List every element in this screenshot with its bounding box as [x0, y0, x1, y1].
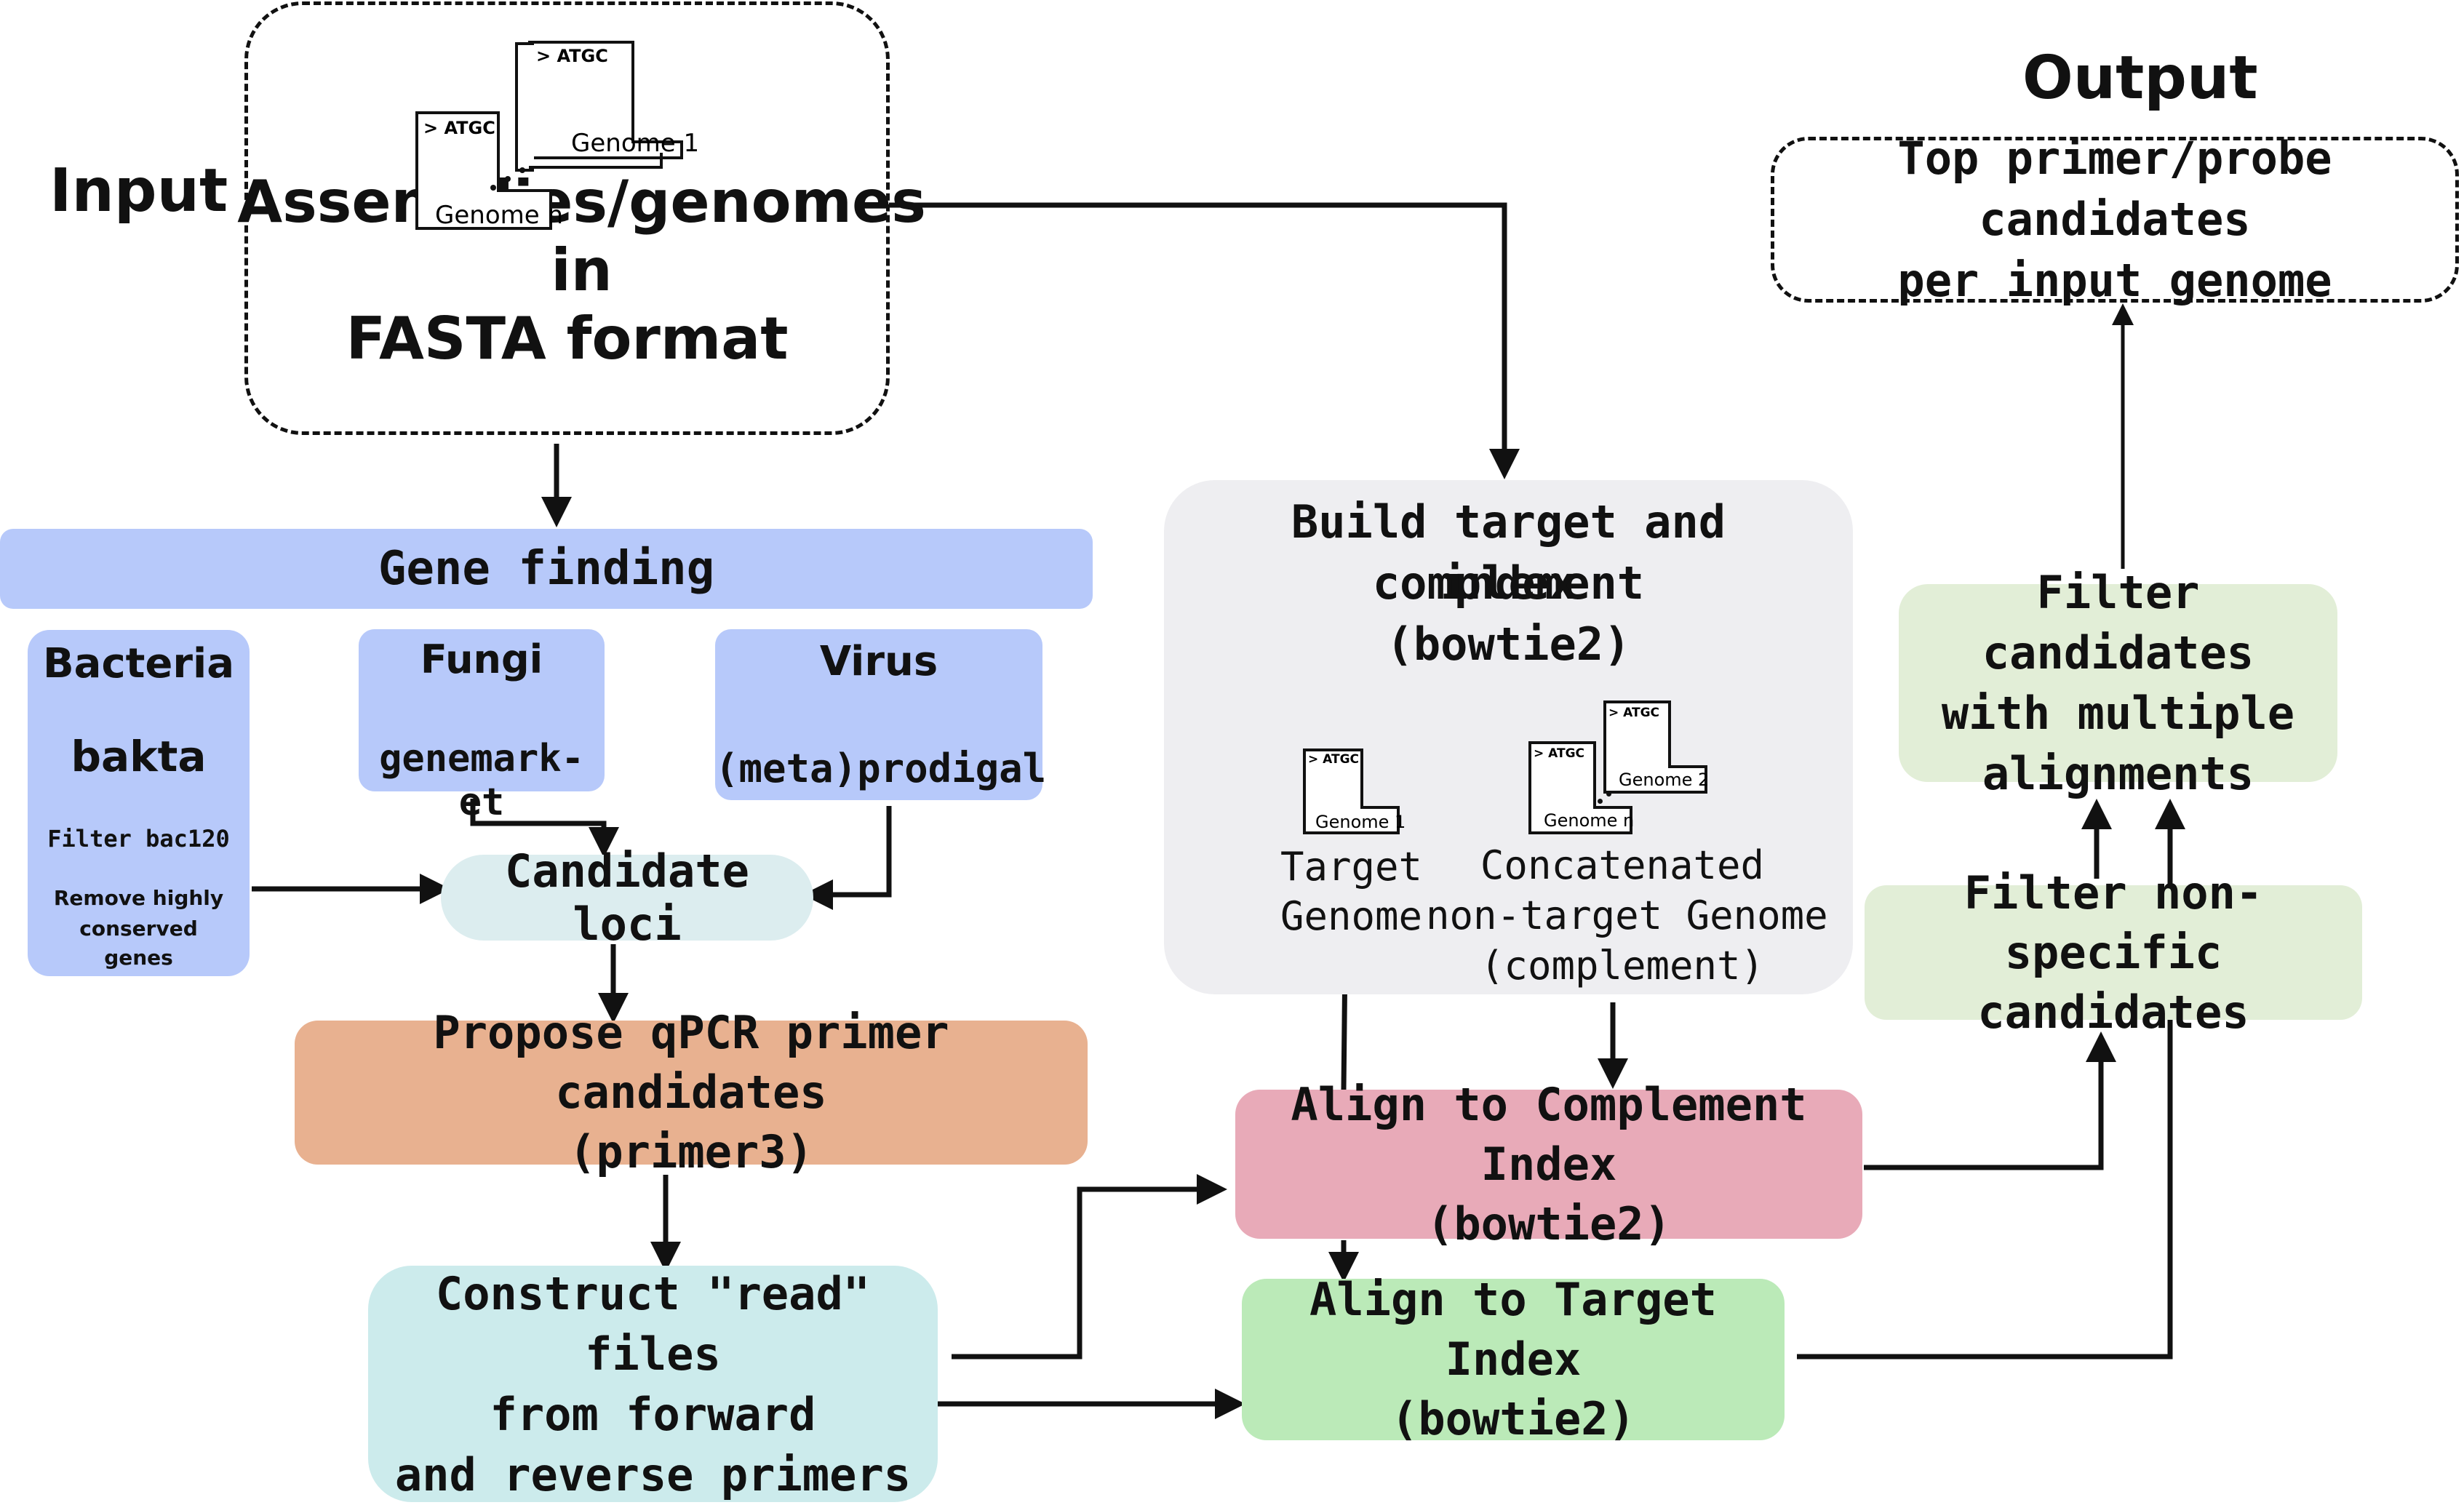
genome-file-icon: > ATGC Genome n — [415, 111, 563, 231]
filter-nonspecific-box: Filter non-specific candidates — [1865, 866, 2362, 1039]
ellipsis-dots — [1598, 784, 1627, 813]
propose-line1: Propose qPCR primer candidates — [433, 1006, 949, 1119]
output-box: Top primer/probe candidates per input ge… — [1771, 132, 2459, 307]
genome-file-shape — [1603, 700, 1707, 794]
complement-label-line3: (complement) — [1480, 943, 1765, 989]
genome-file-header: > ATGC — [423, 118, 495, 138]
gene-finding-bar: Gene finding — [0, 529, 1093, 609]
filter-multiple-box: Filter candidates with multiple alignmen… — [1899, 566, 2337, 800]
genome-file-header: > ATGC — [1534, 746, 1585, 761]
genome-file-shape — [1303, 748, 1400, 834]
complement-genome-file-icon: > ATGC Genome n — [1528, 740, 1635, 835]
build-index-line1: Build target and complement — [1291, 495, 1726, 610]
construct-line1: Construct "read" files — [435, 1266, 871, 1381]
arrow-construct-to-align-complement — [952, 1174, 1227, 1360]
gene-finding-title: Gene finding — [378, 542, 715, 596]
genome-stack-edge — [515, 42, 534, 172]
input-title-line2: FASTA format — [346, 305, 789, 372]
complement-label-line1: Concatenated — [1480, 842, 1765, 888]
filter-multiple-line1: Filter candidates — [1982, 566, 2254, 679]
arrow-align-complement-to-filter-nonspecific — [1864, 1031, 2116, 1170]
align-complement-line1: Align to Complement Index — [1291, 1077, 1807, 1191]
target-genome-label-line2: Genome — [1280, 893, 1423, 939]
genome-file-header: > ATGC — [1308, 752, 1360, 767]
construct-line3: and reverse primers — [394, 1448, 912, 1501]
genome-file-name: Genome 1 — [1315, 812, 1406, 832]
bacteria-tool: bakta — [71, 732, 207, 781]
fungi-box: Fungi genemark-et — [359, 629, 605, 824]
genome-file-shape — [415, 111, 552, 230]
complement-label-line2: non-target Genome — [1426, 893, 1828, 938]
target-genome-file-icon: > ATGC Genome 1 — [1302, 748, 1406, 835]
bacteria-filter: Filter bac120 — [47, 825, 230, 853]
arrow-virus-to-candidate-loci — [802, 806, 892, 910]
construct-line2: from forward — [490, 1387, 816, 1441]
propose-primers-box: Propose qPCR primer candidates (primer3) — [295, 1006, 1088, 1178]
build-index-line3: (bowtie2) — [1386, 618, 1631, 671]
target-genome-label-line1: Target — [1280, 844, 1423, 890]
bacteria-title: Bacteria — [42, 640, 235, 687]
filter-multiple-line3: alignments — [1982, 747, 2254, 800]
construct-read-files-box: Construct "read" files from forward and … — [368, 1266, 938, 1502]
build-index-box: Build target and complement index (bowti… — [1164, 480, 1853, 994]
filter-multiple-line2: with multiple — [1941, 687, 2295, 740]
genome-file-header: > ATGC — [536, 46, 608, 66]
virus-title: Virus — [819, 638, 938, 685]
filter-nonspecific-line2: candidates — [1977, 985, 2249, 1039]
build-index-line2: index — [1440, 556, 1576, 610]
genome-file-name: Genome n — [1544, 810, 1635, 831]
align-target-line2: (bowtie2) — [1391, 1392, 1635, 1445]
virus-box: Virus (meta)prodigal — [715, 629, 1047, 800]
fungi-tool: genemark-et — [379, 737, 584, 824]
genome-stack-edge — [529, 153, 663, 169]
bacteria-note-line1: Remove highly — [53, 886, 224, 910]
genome-file-icon: > ATGC Genome 1 — [527, 40, 699, 160]
output-line1: Top primer/probe candidates — [1897, 132, 2332, 246]
output-line2: per input genome — [1897, 254, 2332, 307]
align-target-box: Align to Target Index (bowtie2) — [1242, 1273, 1785, 1445]
virus-tool: (meta)prodigal — [715, 746, 1047, 791]
genome-file-name: Genome 2 — [1619, 770, 1710, 790]
ellipsis-dots — [490, 164, 541, 193]
align-target-line1: Align to Target Index — [1309, 1273, 1717, 1386]
genome-file-name: Genome n — [435, 201, 564, 230]
genome-file-name: Genome 1 — [571, 129, 700, 158]
arrow-input-to-build-index — [889, 202, 1520, 479]
input-label: Input — [49, 156, 228, 225]
propose-line2: (primer3) — [569, 1125, 813, 1178]
input-fasta-box: Assemblies/genomes in FASTA format — [237, 1, 926, 435]
bacteria-note-line3: genes — [104, 946, 173, 970]
fungi-title: Fungi — [420, 636, 543, 682]
align-complement-line2: (bowtie2) — [1427, 1197, 1671, 1250]
genome-file-header: > ATGC — [1608, 706, 1660, 720]
filter-nonspecific-line1: Filter non-specific — [1963, 866, 2263, 979]
genome-file-shape — [1528, 741, 1632, 834]
bacteria-note-line2: conserved — [79, 917, 198, 941]
input-title-line1: Assemblies/genomes in — [237, 168, 926, 304]
candidate-loci-box: Candidate loci — [441, 845, 813, 951]
bacteria-box: Bacteria bakta Filter bac120 Remove high… — [28, 630, 250, 976]
output-label: Output — [2022, 44, 2258, 113]
align-complement-box: Align to Complement Index (bowtie2) — [1235, 1078, 1862, 1250]
complement-genome-file-icon: > ATGC Genome 2 — [1603, 700, 1710, 794]
candidate-loci-label: Candidate loci — [505, 845, 749, 951]
